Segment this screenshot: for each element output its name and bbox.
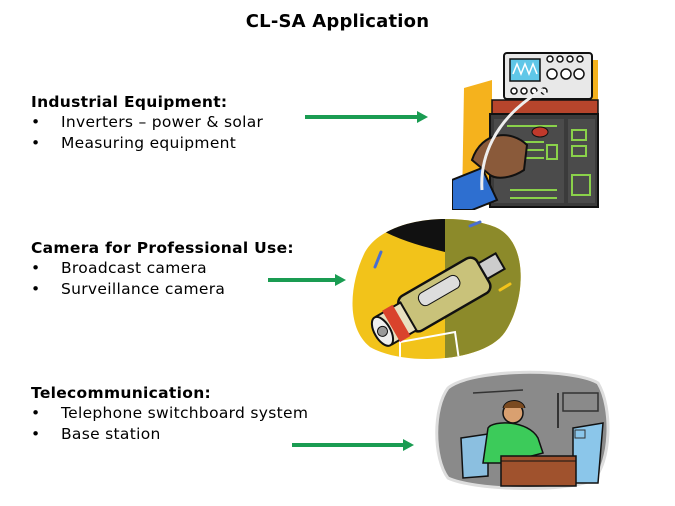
switchboard-operator-illustration bbox=[435, 370, 610, 490]
section-heading: Camera for Professional Use: bbox=[31, 239, 294, 257]
oscilloscope-technician-illustration bbox=[452, 52, 599, 210]
list-item: •Measuring equipment bbox=[31, 133, 237, 152]
bullet-icon: • bbox=[31, 259, 41, 277]
section-heading: Telecommunication: bbox=[31, 384, 212, 402]
list-item: •Telephone switchboard system bbox=[31, 404, 309, 422]
arrow-right-icon bbox=[292, 439, 414, 451]
bullet-icon: • bbox=[31, 404, 41, 422]
page-title: CL-SA Application bbox=[245, 11, 430, 32]
bullet-icon: • bbox=[31, 279, 41, 298]
arrow-right-icon bbox=[268, 274, 346, 286]
list-item: •Inverters – power & solar bbox=[31, 113, 264, 131]
arrow-right-icon bbox=[305, 111, 428, 123]
bullet-icon: • bbox=[31, 113, 41, 131]
bullet-list: •Inverters – power & solar •Measuring eq… bbox=[31, 112, 263, 153]
bullet-icon: • bbox=[31, 133, 41, 152]
section-camera-professional: Camera for Professional Use: •Broadcast … bbox=[31, 238, 294, 299]
section-telecommunication: Telecommunication: •Telephone switchboar… bbox=[31, 383, 308, 444]
bullet-list: •Telephone switchboard system •Base stat… bbox=[31, 403, 308, 444]
bullet-icon: • bbox=[31, 424, 41, 443]
list-item: •Base station bbox=[31, 424, 161, 443]
section-heading: Industrial Equipment: bbox=[31, 93, 228, 111]
list-item: •Broadcast camera bbox=[31, 259, 207, 277]
section-industrial-equipment: Industrial Equipment: •Inverters – power… bbox=[31, 92, 263, 153]
list-item: •Surveillance camera bbox=[31, 279, 226, 298]
video-camera-illustration bbox=[352, 219, 521, 360]
bullet-list: •Broadcast camera •Surveillance camera bbox=[31, 258, 294, 299]
